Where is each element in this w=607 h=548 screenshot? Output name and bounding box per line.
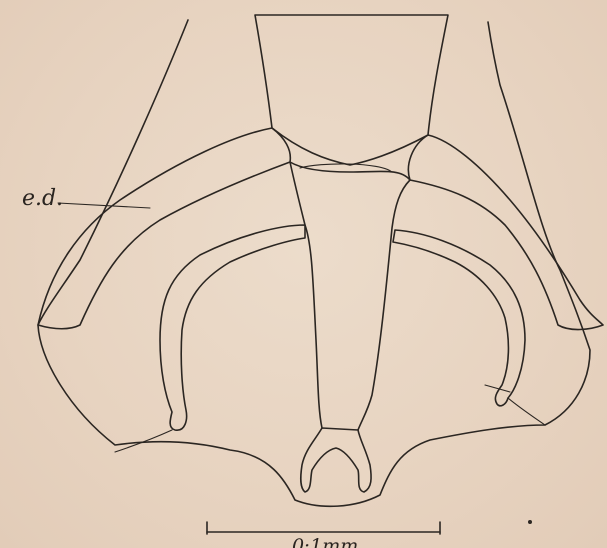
left-arm: [160, 225, 305, 430]
right-boundary: [508, 398, 545, 425]
central-stem: [290, 162, 410, 431]
label-ed: e.d.: [22, 186, 63, 211]
stem-fork: [301, 428, 371, 492]
right-duct: [408, 135, 603, 330]
scale-bar: [207, 522, 440, 534]
scale-label: 0·1mm.: [292, 535, 364, 548]
left-duct: [38, 128, 290, 329]
outer-outline: [38, 20, 590, 506]
right-arm: [393, 230, 525, 406]
ink-dot: [528, 520, 532, 524]
ed-leader-line: [58, 203, 150, 208]
